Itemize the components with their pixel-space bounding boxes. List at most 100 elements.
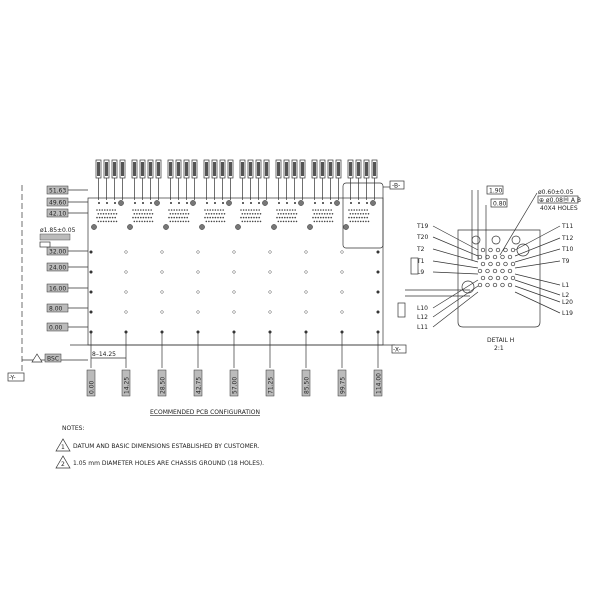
contact-hole: [141, 220, 143, 223]
pin-leader: [514, 285, 561, 303]
chassis-ground-hole: [199, 224, 205, 230]
contact-hole: [253, 216, 255, 219]
datum-b-label: -B-: [392, 183, 400, 190]
contact-hole: [278, 216, 281, 219]
contact-hole: [289, 209, 291, 211]
contact-hole: [181, 216, 183, 219]
contact-hole: [357, 220, 359, 223]
contact-hole: [100, 220, 102, 223]
signal-hole: [314, 202, 316, 204]
column-dimension-label: 99.75: [340, 377, 347, 394]
contact-hole: [98, 209, 101, 211]
contact-hole: [212, 209, 214, 211]
contact-hole: [138, 213, 141, 215]
column-dimension-label: 71.25: [268, 377, 275, 394]
detail-contact-hole: [495, 247, 501, 253]
detail-contact-hole: [503, 275, 508, 281]
mounting-hole: [89, 290, 93, 294]
detail-ground-hole: [516, 243, 530, 257]
contact-hole: [149, 220, 151, 223]
contact-hole: [349, 220, 352, 223]
note-number: 2: [61, 461, 65, 468]
detail-dim-2: 0.80: [493, 201, 507, 208]
contact-hole: [276, 209, 278, 211]
contact-hole: [331, 220, 334, 223]
pin-leader: [514, 291, 561, 314]
contact-hole: [102, 213, 105, 215]
detail-scale: 2:1: [494, 345, 504, 352]
signal-hole: [186, 202, 188, 204]
contact-hole: [367, 220, 370, 223]
column-dimension-label: 85.50: [304, 377, 311, 394]
pin-leader: [514, 237, 561, 257]
row-dimension-label: 32.00: [49, 249, 66, 256]
signal-hole: [258, 202, 260, 204]
signal-hole: [366, 202, 368, 204]
contact-hole: [358, 216, 361, 219]
pin-label-right: T9: [561, 258, 570, 265]
contact-hole: [145, 209, 147, 211]
signal-hole: [222, 202, 224, 204]
mounting-hole: [232, 270, 236, 274]
signal-hole: [330, 202, 332, 204]
pin-label-text-mark: [121, 162, 124, 176]
contact-hole: [222, 209, 224, 211]
chassis-ground-hole: [307, 224, 313, 230]
contact-hole: [177, 213, 179, 215]
contact-hole: [327, 216, 330, 219]
detail-contact-hole: [503, 261, 508, 267]
callout-leader: [499, 192, 538, 256]
contact-hole: [255, 209, 258, 211]
contact-hole: [204, 216, 206, 219]
column-dimension-label: 114.00: [376, 373, 383, 394]
contact-hole: [102, 220, 105, 223]
contact-hole: [313, 213, 316, 215]
pin-label-text-mark: [177, 162, 180, 176]
signal-hole: [350, 202, 352, 204]
contact-hole: [250, 209, 253, 211]
contact-hole: [246, 213, 249, 215]
contact-hole: [280, 213, 282, 215]
contact-hole: [291, 209, 294, 211]
pin-label-text-mark: [301, 162, 304, 176]
contact-hole: [187, 213, 190, 215]
contact-hole: [111, 209, 114, 211]
row-dimension-label: 0.00: [49, 325, 63, 332]
contact-hole: [259, 220, 262, 223]
contact-hole: [327, 209, 330, 211]
contact-hole: [169, 220, 172, 223]
contact-hole: [284, 216, 286, 219]
contact-hole: [147, 209, 150, 211]
contact-hole: [365, 220, 367, 223]
contact-hole: [173, 209, 175, 211]
contact-hole: [258, 209, 261, 211]
column-dimension-box: [301, 369, 311, 397]
pin-label-left: L9: [417, 269, 424, 276]
mounting-hole: [304, 290, 308, 294]
mounting-hole: [340, 270, 344, 274]
pin-label-text-mark: [365, 162, 368, 176]
contact-hole: [281, 216, 284, 219]
pin-label-text-mark: [329, 162, 332, 176]
contact-hole: [113, 220, 115, 223]
contact-hole: [367, 213, 370, 215]
contact-hole: [257, 220, 259, 223]
contact-hole: [214, 216, 217, 219]
hole-callout-label: ø1.85±0.05: [40, 227, 76, 234]
contact-hole: [357, 213, 359, 215]
bsc-box: [44, 353, 62, 363]
contact-hole: [217, 216, 219, 219]
pin-leader: [432, 260, 479, 269]
column-dimension-label: 42.75: [196, 377, 203, 394]
bsc-label: BSC: [47, 356, 59, 363]
datum-y-label: -Y-: [9, 375, 16, 382]
pin-label-left: L10: [417, 305, 428, 312]
contact-hole: [213, 220, 215, 223]
pin-label-text-mark: [349, 162, 352, 176]
contact-hole: [294, 216, 297, 219]
contact-hole: [295, 220, 298, 223]
contact-hole: [287, 213, 290, 215]
contact-hole: [109, 209, 111, 211]
detail-h-outline: [457, 229, 541, 328]
